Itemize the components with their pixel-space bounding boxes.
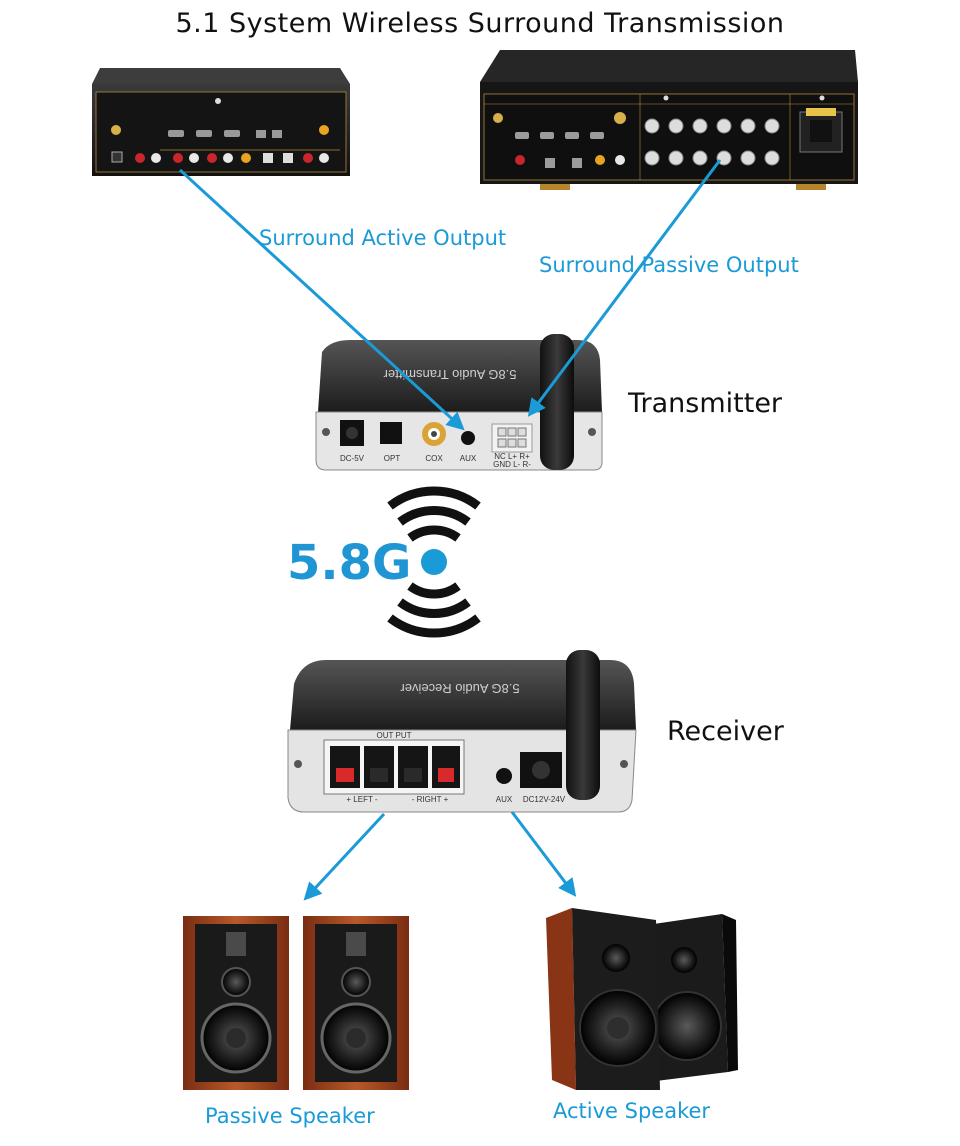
passive-speaker-label: Passive Speaker (205, 1104, 375, 1128)
active-speaker-front (546, 908, 660, 1090)
active-output-arrow (178, 168, 465, 431)
transmitter-label: Transmitter (628, 388, 783, 419)
transmitter-terminal-label: NC L+ R+ (494, 452, 530, 461)
receiver-device: 5.8G Audio Receiver OUT PUT + LEFT - - R… (287, 650, 637, 813)
passive-output-arrow (527, 159, 722, 417)
transmitter-opt-label: OPT (384, 454, 401, 463)
transmitter-face-label: 5.8G Audio Transmitter (383, 367, 517, 382)
passive-speaker-left (183, 916, 289, 1090)
connection-arrows (178, 159, 722, 901)
active-speaker-back (640, 914, 738, 1082)
receiver-aux-label: AUX (496, 795, 513, 804)
passive-speaker-right (303, 916, 409, 1090)
wireless-frequency-label: 5.8G (287, 535, 412, 591)
wireless-symbol (387, 486, 481, 638)
active-output-device (92, 68, 350, 176)
transmitter-dc-label: DC-5V (340, 454, 365, 463)
receiver-face-label: 5.8G Audio Receiver (400, 681, 520, 696)
active-speaker-label: Active Speaker (553, 1099, 711, 1123)
transmitter-cox-label: COX (425, 454, 443, 463)
passive-output-device (480, 50, 858, 190)
transmitter-terminal-label-2: GND L- R- (493, 460, 531, 469)
receiver-to-passive-arrow (303, 812, 386, 901)
receiver-antenna (566, 650, 600, 800)
wireless-center-dot (421, 549, 447, 575)
receiver-label: Receiver (667, 716, 784, 747)
transmitter-antenna (540, 334, 574, 470)
surround-passive-output-label: Surround Passive Output (539, 253, 799, 277)
diagram-title: 5.1 System Wireless Surround Transmissio… (175, 8, 785, 39)
receiver-right-label: - RIGHT + (412, 795, 449, 804)
transmitter-device: 5.8G Audio Transmitter DC-5V OPT COX AUX… (315, 334, 603, 471)
receiver-to-active-arrow (510, 811, 577, 897)
surround-active-output-label: Surround Active Output (259, 226, 507, 250)
transmitter-aux-label: AUX (460, 454, 477, 463)
receiver-output-label: OUT PUT (377, 731, 412, 740)
receiver-dc-label: DC12V-24V (523, 795, 566, 804)
receiver-left-label: + LEFT - (346, 795, 378, 804)
